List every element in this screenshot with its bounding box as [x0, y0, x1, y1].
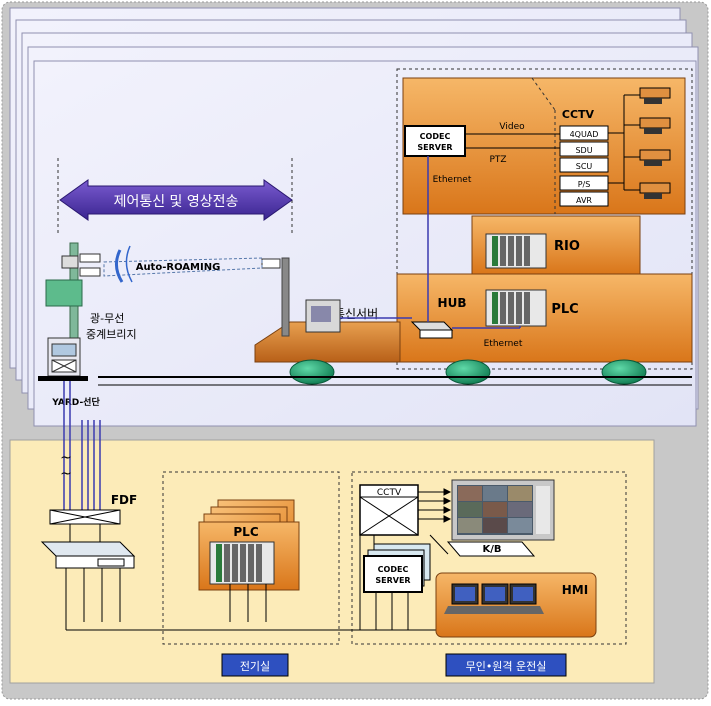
plc-bottom-label: PLC — [233, 525, 258, 539]
bridge-label-2: 중계브리지 — [86, 328, 137, 341]
auto-roaming-label: Auto-ROAMING — [136, 262, 221, 273]
cctv-unit-stack — [559, 125, 609, 207]
svg-text:Video: Video — [499, 122, 525, 132]
svg-text:SERVER: SERVER — [417, 143, 452, 152]
kb-label: K/B — [482, 544, 501, 555]
hmi-workstations — [444, 583, 544, 614]
room-electric-label: 전기실 — [240, 660, 270, 673]
svg-text:P/S: P/S — [578, 180, 591, 189]
camera-icons — [639, 87, 671, 199]
svg-text:Ethernet: Ethernet — [433, 175, 472, 185]
rio-rack — [485, 233, 547, 269]
svg-text:SERVER: SERVER — [375, 576, 410, 585]
yard-label: YARD-선단 — [51, 396, 100, 408]
bridge-tower — [38, 242, 101, 381]
rio-label: RIO — [554, 239, 580, 254]
cctv-monitor — [451, 479, 555, 541]
svg-text:CODEC: CODEC — [378, 565, 409, 574]
banner-text: 제어통신 및 영상전송 — [114, 194, 239, 210]
plc-rack-top — [485, 289, 547, 327]
cctv-bottom-label: CCTV — [377, 488, 402, 498]
fiber-lines — [63, 381, 101, 512]
svg-text:SDU: SDU — [575, 146, 592, 155]
cctv-bottom-device — [359, 484, 419, 536]
svg-text:Ethernet: Ethernet — [484, 339, 523, 349]
svg-text:~: ~ — [60, 450, 72, 466]
plc-top-label: PLC — [551, 302, 578, 317]
fdf-device — [40, 509, 136, 569]
wireless-server-device — [305, 299, 341, 333]
svg-text:~: ~ — [60, 466, 72, 482]
hub-label: HUB — [438, 296, 467, 310]
svg-text:SCU: SCU — [576, 162, 593, 171]
plc-bottom-stack — [198, 499, 300, 591]
hmi-label: HMI — [562, 583, 588, 597]
hub-device — [410, 321, 454, 339]
svg-text:4QUAD: 4QUAD — [570, 130, 599, 139]
fdf-label: FDF — [111, 493, 137, 507]
bridge-label-1: 광-무선 — [90, 312, 124, 325]
svg-text:PTZ: PTZ — [489, 155, 506, 165]
room-remote-label: 무인•원격 운전실 — [466, 660, 547, 673]
svg-text:CODEC: CODEC — [420, 132, 451, 141]
vehicle-antenna — [261, 257, 290, 337]
codec-server-top — [404, 125, 466, 157]
svg-text:AVR: AVR — [576, 196, 592, 205]
banner-arrow — [59, 179, 293, 221]
codec-server-bottom — [363, 543, 431, 593]
cctv-label: CCTV — [562, 108, 595, 121]
